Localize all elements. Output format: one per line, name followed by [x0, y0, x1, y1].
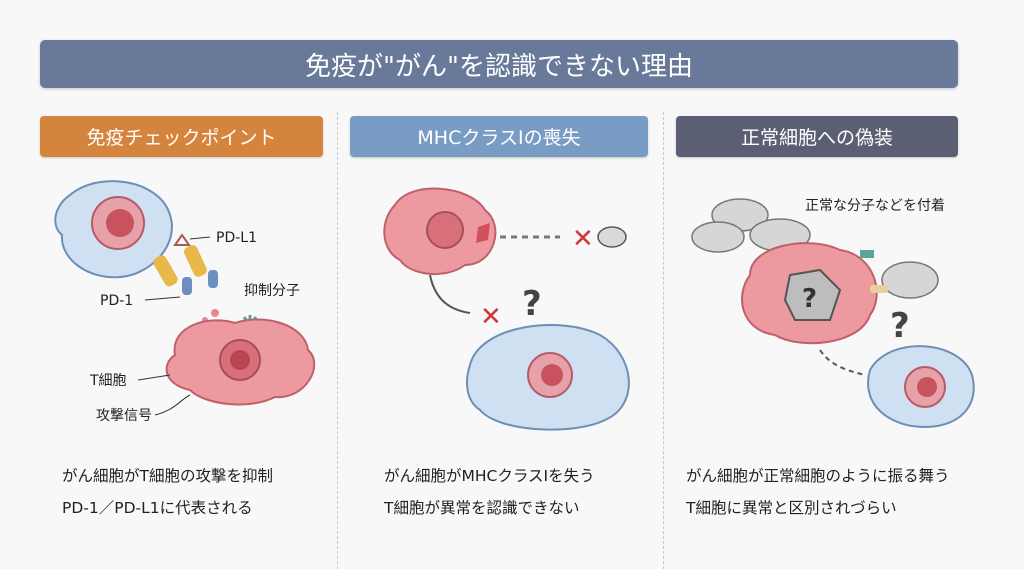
label-pd1: PD-1	[100, 293, 133, 309]
description-line: T細胞が異常を認識できない	[384, 499, 580, 517]
cancer-cell-icon	[165, 318, 316, 406]
pd1-receptor-icon	[153, 245, 218, 295]
label-tcell: T細胞	[89, 373, 127, 389]
description-line: がん細胞がMHCクラスIを失う	[384, 467, 595, 485]
page-title: 免疫が"がん"を認識できない理由	[40, 40, 958, 88]
question-mark-icon: ?	[890, 306, 910, 346]
label-signal: 攻撃信号	[96, 408, 152, 424]
mhc-molecule-icon	[597, 226, 627, 248]
checkpoint-illustration: PD-L1 PD-1 抑制分子 T細胞 攻撃信号	[54, 180, 316, 424]
description-line: がん細胞がT細胞の攻撃を抑制	[62, 467, 273, 485]
svg-text:?: ?	[802, 284, 817, 314]
cancer-cell-icon: ?	[741, 242, 878, 345]
t-cell-icon	[867, 345, 975, 429]
t-cell-icon	[54, 180, 173, 279]
panel-heading-disguise: 正常細胞への偽装	[676, 116, 958, 157]
label-inhibitor: 抑制分子	[244, 283, 300, 299]
divider	[663, 112, 664, 569]
cross-icon: ✕	[480, 302, 502, 332]
description-line: T細胞に異常と区別されづらい	[686, 499, 897, 517]
label-pdl1: PD-L1	[216, 230, 257, 246]
panel-heading-mhc-loss: MHCクラスIの喪失	[350, 116, 648, 157]
disguise-illustration: 正常な分子などを付着 ? ?	[691, 198, 975, 429]
panel-description-disguise: がん細胞が正常細胞のように振る舞う T細胞に異常と区別されづらい	[686, 460, 950, 524]
divider	[337, 112, 338, 569]
panel-description-checkpoint: がん細胞がT細胞の攻撃を抑制 PD-1／PD-L1に代表される	[62, 460, 273, 524]
question-mark-icon: ?	[522, 284, 542, 324]
panel-description-mhc-loss: がん細胞がMHCクラスIを失う T細胞が異常を認識できない	[384, 460, 595, 524]
t-cell-icon	[466, 324, 630, 431]
panel-heading-checkpoint: 免疫チェックポイント	[40, 116, 323, 157]
cancer-cell-icon	[383, 187, 497, 276]
mhc-loss-illustration: ✕ ✕ ?	[383, 187, 630, 431]
description-line: がん細胞が正常細胞のように振る舞う	[686, 467, 950, 485]
cross-icon: ✕	[572, 224, 594, 254]
pdl1-triangle-icon	[173, 233, 191, 246]
description-line: PD-1／PD-L1に代表される	[62, 499, 253, 517]
label-attach: 正常な分子などを付着	[805, 198, 945, 214]
